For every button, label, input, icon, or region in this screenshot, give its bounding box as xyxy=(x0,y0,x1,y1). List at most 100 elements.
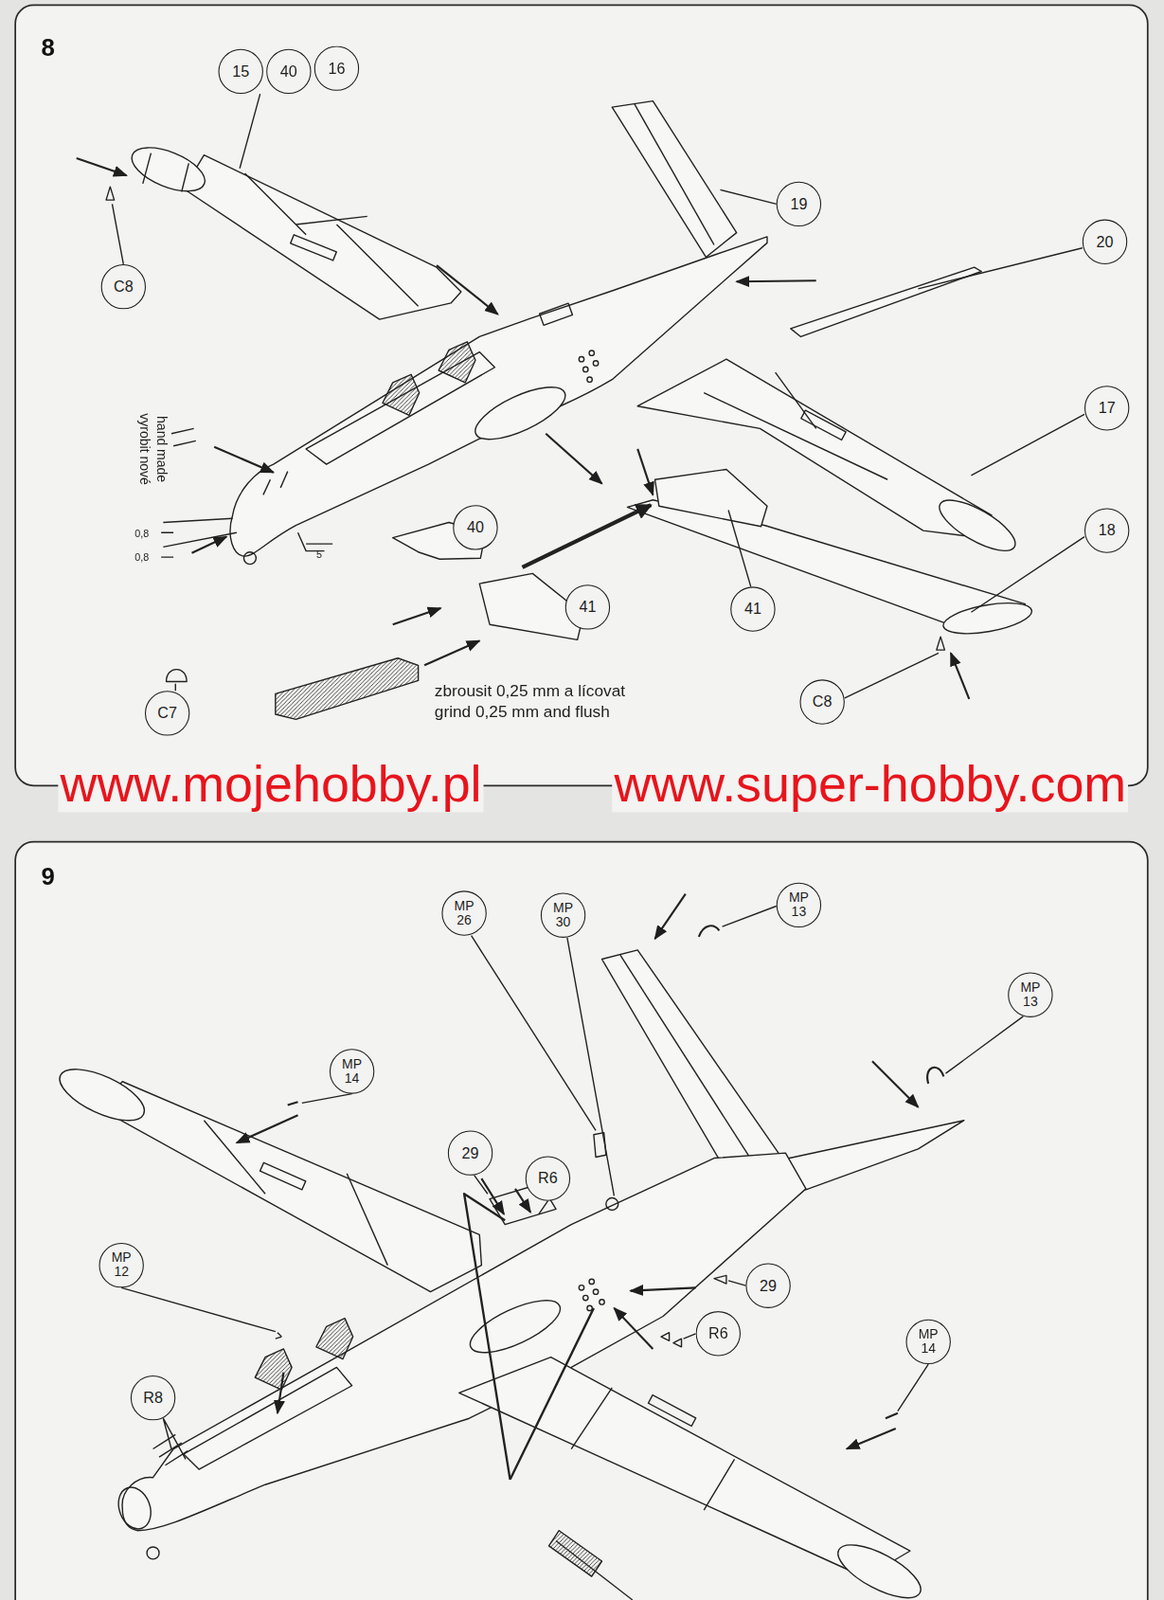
drawing-line xyxy=(464,1193,594,1480)
note-text: hand made xyxy=(152,415,167,483)
callout-number: R6 xyxy=(537,1170,558,1187)
drawing-line xyxy=(287,1101,299,1105)
callout-circle: 16 xyxy=(314,45,359,90)
callout-number: C8 xyxy=(812,694,833,711)
drawing-line xyxy=(275,1332,282,1339)
watermark: www.mojehobby.pl xyxy=(57,755,484,812)
callout-circle: 40 xyxy=(452,504,498,550)
drawing-line xyxy=(539,303,574,325)
drawing-line xyxy=(183,155,462,320)
drawing-line xyxy=(254,1318,353,1390)
callout-number: 41 xyxy=(744,601,762,618)
drawing-line xyxy=(630,1287,697,1290)
drawing-line xyxy=(53,93,1085,1600)
note-text: 0,8 xyxy=(134,526,149,538)
callout-number: 17 xyxy=(1098,399,1116,416)
drawing-line xyxy=(263,471,288,496)
drawing-line xyxy=(424,640,480,665)
drawing-line xyxy=(611,101,736,258)
callout-circle: MP 13 xyxy=(776,882,822,928)
callout-number: 29 xyxy=(759,1277,777,1294)
callout-circle: MP 26 xyxy=(441,890,486,935)
step-number: 8 xyxy=(41,35,55,62)
note-text: grind 0,25 mm and flush xyxy=(434,702,610,721)
callout-number: MP 12 xyxy=(107,1251,136,1279)
drawing-line xyxy=(125,138,212,200)
drawing-line xyxy=(599,1299,605,1305)
watermark: www.super-hobby.com xyxy=(611,755,1129,812)
callout-circle: MP 30 xyxy=(540,892,586,937)
drawing-line xyxy=(166,669,188,682)
callout-circle: MP 13 xyxy=(1007,972,1053,1018)
drawing-line xyxy=(927,1067,944,1084)
drawing-line xyxy=(634,104,715,246)
drawing-line xyxy=(932,490,1023,560)
drawing-line xyxy=(592,360,598,366)
drawing-line xyxy=(76,158,127,176)
drawing-line xyxy=(162,518,237,547)
drawing-line xyxy=(260,1162,306,1190)
drawing-line xyxy=(606,1198,619,1211)
drawing-line xyxy=(121,905,1023,1459)
callout-number: R8 xyxy=(143,1389,163,1406)
drawing-line xyxy=(515,1188,531,1213)
drawing-line xyxy=(583,366,589,372)
callout-circle: 40 xyxy=(266,49,311,94)
drawing-line xyxy=(548,1530,602,1576)
drawing-line xyxy=(76,158,969,699)
drawing-line xyxy=(790,267,982,337)
drawing-line xyxy=(846,1428,896,1450)
callout-circle: 20 xyxy=(1082,219,1128,265)
drawing-line xyxy=(146,1546,160,1559)
drawing-line xyxy=(106,186,945,650)
callout-circle: 18 xyxy=(1084,507,1129,553)
drawing-line xyxy=(613,1307,653,1349)
callout-number: 40 xyxy=(280,63,298,80)
drawing-line xyxy=(53,1058,152,1131)
drawing-line xyxy=(583,1294,589,1300)
drawing-line xyxy=(885,1413,898,1418)
callout-circle: MP 14 xyxy=(905,1319,950,1364)
callout-circle: 19 xyxy=(776,181,822,227)
drawing-line xyxy=(96,1081,482,1292)
drawing-line xyxy=(545,433,602,484)
callout-number: MP 26 xyxy=(449,898,479,927)
callout-number: 18 xyxy=(1098,522,1116,539)
drawing-line xyxy=(111,93,1085,699)
callout-number: 40 xyxy=(466,519,484,536)
callout-circle: C7 xyxy=(144,690,190,735)
callout-number: C7 xyxy=(157,704,178,721)
callout-number: R6 xyxy=(708,1325,729,1342)
callout-circle: C8 xyxy=(799,679,844,724)
drawing-line xyxy=(620,954,761,1174)
callout-number: MP 14 xyxy=(338,1056,367,1085)
drawing-line xyxy=(192,537,228,554)
drawing-line xyxy=(592,1289,598,1294)
drawing-line xyxy=(143,153,189,193)
drawing-line xyxy=(245,173,419,306)
drawing-line xyxy=(521,504,651,568)
callout-circle: 29 xyxy=(745,1262,790,1308)
note-text: vyrobit nové xyxy=(136,412,151,485)
drawing-line xyxy=(382,341,476,416)
drawing-line xyxy=(593,1132,607,1158)
drawing-line xyxy=(578,356,584,361)
callout-circle: R6 xyxy=(696,1310,741,1356)
drawing-line xyxy=(236,894,919,1450)
drawing-line xyxy=(243,552,256,565)
drawing-line xyxy=(703,372,888,480)
note-text: 5 xyxy=(316,548,323,560)
drawing-line xyxy=(655,894,686,939)
callout-circle: R6 xyxy=(525,1155,571,1200)
drawing-line xyxy=(214,447,273,473)
callout-number: 29 xyxy=(462,1145,480,1162)
drawing-line xyxy=(112,1482,157,1534)
note-text: zbrousit 0,25 mm a lícovat xyxy=(434,681,626,700)
drawing-line xyxy=(290,234,338,261)
callout-number: MP 13 xyxy=(784,891,813,919)
callout-number: MP 14 xyxy=(913,1327,943,1356)
drawing-line xyxy=(275,658,419,720)
drawing-line xyxy=(571,1387,735,1510)
drawing-line xyxy=(277,1372,284,1414)
callout-circle: 15 xyxy=(218,49,264,94)
